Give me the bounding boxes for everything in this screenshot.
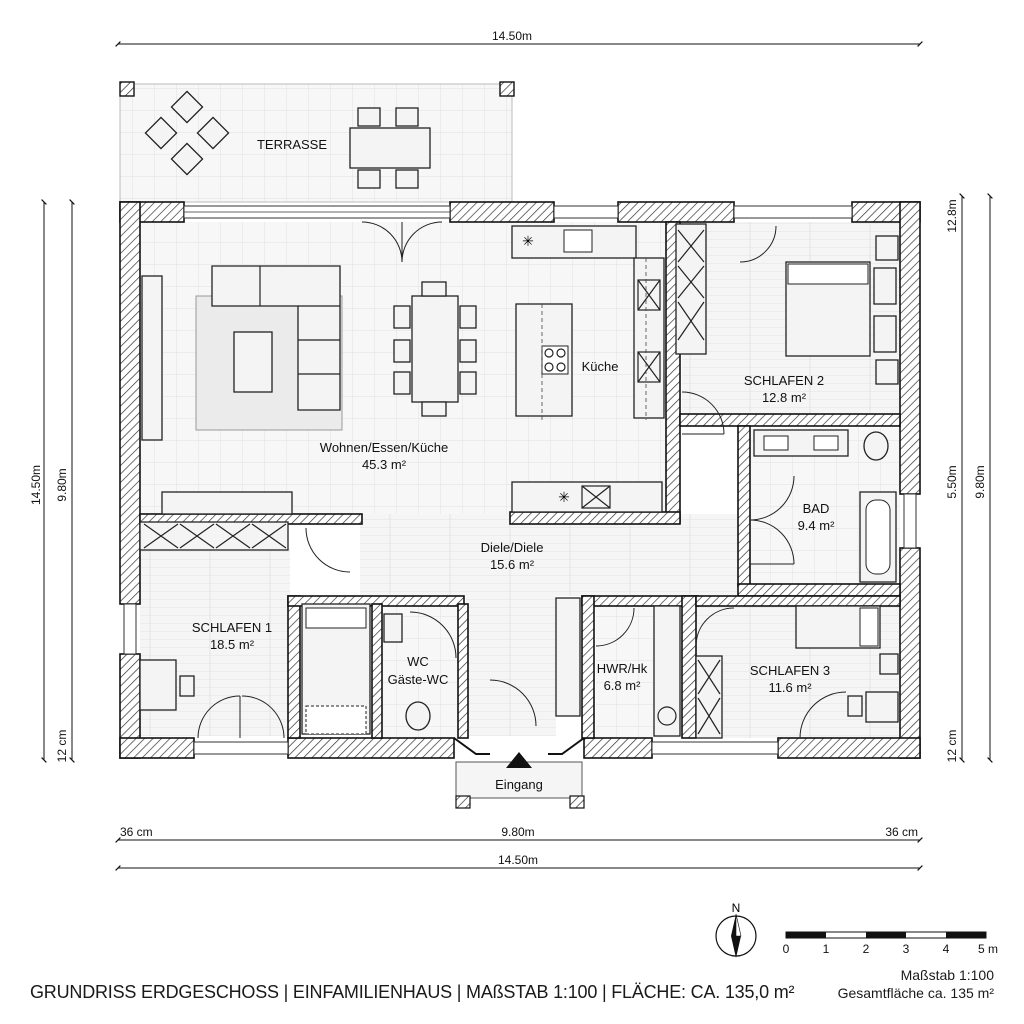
toilet-icon — [863, 431, 889, 461]
plan-info: Maßstab 1:100 Gesamtfläche ca. 135 m² — [838, 966, 994, 1002]
schlafen1-area: 18.5 m² — [210, 637, 255, 652]
bad-label: BAD — [803, 501, 830, 516]
hwr-area: 6.8 m² — [604, 678, 642, 693]
plan-total-area: Gesamtfläche ca. 135 m² — [837, 985, 994, 1001]
schlafen2-label: SCHLAFEN 2 — [744, 373, 824, 388]
dimension-right-mid: 5.50m — [945, 465, 959, 498]
scale-tick-5: 5 m — [978, 942, 998, 956]
schlafen1-label: SCHLAFEN 1 — [192, 620, 272, 635]
fridge-icon: ✳ — [522, 233, 534, 249]
desk-1 — [139, 659, 177, 711]
kueche-label: Küche — [582, 359, 619, 374]
lowboard — [161, 491, 293, 515]
dimension-right-top: 12.8m — [945, 199, 959, 232]
dimension-right: 12.8m 5.50m 9.80m 12 cm — [945, 193, 993, 763]
wc-sink — [383, 613, 403, 643]
wc-label: WC — [407, 654, 429, 669]
eingang-label: Eingang — [495, 777, 543, 792]
dimension-left-total: 14.50m — [29, 465, 43, 505]
schlafen2-area: 12.8 m² — [762, 390, 807, 405]
scale-tick-1: 1 — [823, 942, 830, 956]
diele-cabinet — [555, 597, 581, 717]
schlafen1-furniture — [139, 521, 371, 735]
dining-table — [411, 295, 459, 403]
hwr-furniture — [653, 605, 681, 737]
terrace-dining-table — [349, 107, 431, 189]
terrace: TERRASSE — [119, 81, 515, 203]
cooktop-icon — [541, 345, 569, 375]
exterior-walls — [119, 201, 921, 759]
desk-chair-1 — [179, 675, 195, 697]
kitchen-counter-bottom — [511, 481, 663, 513]
dining-chairs — [393, 281, 477, 417]
desk-3 — [865, 691, 899, 723]
dimension-bottom-left: 36 cm — [120, 825, 153, 839]
compass-north-label: N — [732, 901, 741, 915]
diele-floor — [360, 514, 746, 596]
doors — [197, 221, 847, 739]
entrance: Eingang — [453, 737, 585, 809]
diele-area: 15.6 m² — [490, 557, 535, 572]
terrace-label: TERRASSE — [257, 137, 327, 152]
dimension-right-bottom: 12 cm — [945, 730, 959, 763]
dimension-left-bottom: 12 cm — [55, 730, 69, 763]
washing-machine-icon — [657, 706, 677, 726]
dimension-top-label: 14.50m — [492, 29, 532, 43]
sink-icon — [563, 229, 593, 253]
wohnen-area: 45.3 m² — [362, 457, 407, 472]
scale-tick-3: 3 — [903, 942, 910, 956]
tv-sideboard — [141, 275, 163, 441]
plan-title: GRUNDRISS ERDGESCHOSS | EINFAMILIENHAUS … — [30, 982, 795, 1002]
wardrobe-3 — [695, 655, 723, 739]
dimension-bottom-total: 14.50m — [498, 853, 538, 867]
diele-corridor-floor — [466, 596, 556, 736]
scale-tick-2: 2 — [863, 942, 870, 956]
dimension-bottom: 36 cm 9.80m 36 cm 14.50m — [115, 825, 923, 871]
scale-tick-4: 4 — [943, 942, 950, 956]
bad-area: 9.4 m² — [798, 518, 836, 533]
schlafen3-furniture — [695, 605, 899, 739]
entrance-arrow-icon — [506, 752, 532, 768]
plan-scale: Maßstab 1:100 — [900, 967, 994, 983]
hwr-label: HWR/Hk — [597, 661, 648, 676]
dimension-bottom-right: 36 cm — [885, 825, 918, 839]
bad-furniture — [753, 429, 897, 583]
north-arrow-icon: N — [715, 901, 757, 958]
dimension-top: 14.50m — [115, 29, 923, 47]
dimension-bottom-mid: 9.80m — [501, 825, 534, 839]
wardrobe — [675, 223, 707, 355]
wohnen-label: Wohnen/Essen/Küche — [320, 440, 448, 455]
scale-bar: 0 1 2 3 4 5 m — [783, 931, 998, 956]
diele-label: Diele/Diele — [481, 540, 544, 555]
living-furniture: ✳ ✳ — [141, 225, 665, 515]
kitchen-counter-right — [633, 257, 665, 419]
coffee-table — [233, 331, 273, 393]
windows — [123, 205, 917, 755]
appliance-icon: ✳ — [558, 489, 570, 505]
wc-sub-label: Gäste-WC — [388, 672, 449, 687]
schlafen2-furniture — [675, 223, 899, 385]
schlafen3-label: SCHLAFEN 3 — [750, 663, 830, 678]
dimension-right-inner: 9.80m — [973, 465, 987, 498]
wardrobe-1 — [139, 521, 289, 551]
terrace-lounge-chairs — [144, 90, 230, 176]
wc-furniture — [383, 613, 431, 731]
wc-toilet-icon — [405, 701, 431, 731]
dimension-left-inner: 9.80m — [55, 468, 69, 501]
dimension-left: 14.50m 9.80m 12 cm — [29, 199, 75, 763]
desk-chair-3 — [847, 695, 863, 717]
scale-tick-0: 0 — [783, 942, 790, 956]
schlafen3-area: 11.6 m² — [768, 680, 812, 695]
